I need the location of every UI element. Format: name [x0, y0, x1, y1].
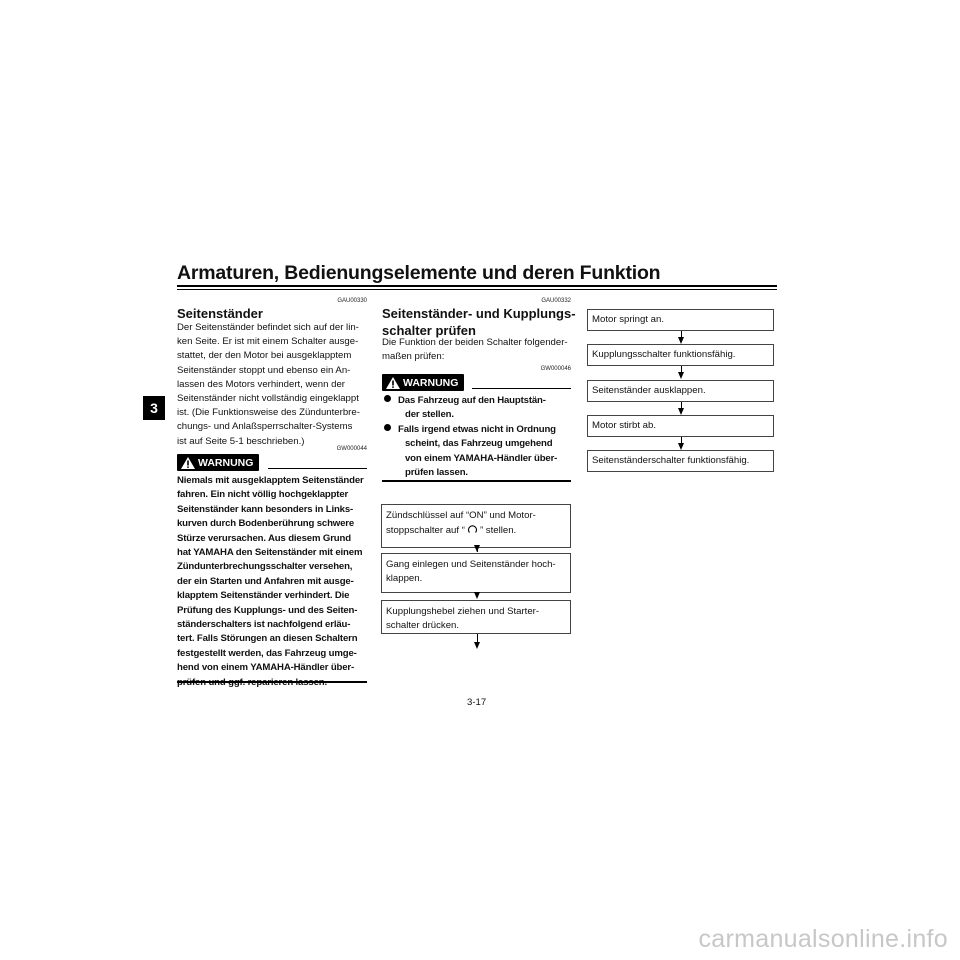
bullet-line: von einem YAMAHA-Händler über- [405, 452, 558, 464]
warning-line: tert. Falls Störungen an diesen Schalter… [177, 633, 358, 645]
warning-badge: WARNUNG [177, 454, 260, 471]
warning-line: festgestellt werden, das Fahrzeug umge- [177, 647, 357, 659]
bullet-item: Das Fahrzeug auf den Hauptstän- [384, 394, 557, 408]
body-line: Seitenständer stoppt und ebenso ein An- [177, 364, 351, 376]
warning-line: ständerschalters ist nachfolgend erläu- [177, 619, 351, 631]
warning-end-rule [382, 480, 571, 482]
flow-step-line: Gang einlegen und Seitenständer hoch- [386, 559, 556, 570]
flow-step-line: Kupplungshebel ziehen und Starter- [386, 606, 540, 617]
body-line: Seitenständer nicht vollständig eingekla… [177, 393, 359, 405]
warning-text: Niemals mit ausgeklapptem Seitenständer … [177, 474, 364, 690]
flow-step-box: Kupplungsschalter funktionsfähig. [587, 344, 774, 366]
flow-step-box: Motor stirbt ab. [587, 415, 774, 437]
warning-badge: WARNUNG [382, 374, 465, 391]
body-line: ist auf Seite 5-1 beschrieben.) [177, 435, 305, 447]
warning-triangle-icon [386, 376, 400, 389]
heading-line: Seitenständer- und Kupplungs- [382, 306, 576, 321]
flow-connector [681, 402, 682, 412]
chapter-tab: 3 [143, 396, 165, 420]
flow-connector [681, 366, 682, 376]
title-rule [177, 285, 777, 287]
flow-connector [477, 634, 478, 642]
flow-arrow-icon [678, 337, 684, 344]
bullet-dot [384, 395, 391, 402]
flow-step-box: Seitenständer ausklappen. [587, 380, 774, 402]
bullet-line: prüfen lassen. [405, 467, 468, 479]
body-line: ist. (Die Funktionsweise des Zündunterbr… [177, 407, 360, 419]
warning-label: WARNUNG [198, 456, 254, 469]
section-body: Der Seitenständer befindet sich auf der … [177, 321, 360, 449]
warning-line: der ein Starten und Anfahren mit ausge- [177, 575, 354, 587]
body-line: lassen des Motors verhindert, wenn der [177, 378, 345, 390]
flow-arrow-icon [678, 443, 684, 450]
title-rule-thin [177, 289, 777, 290]
warning-line: fahren. Ein nicht völlig hochgeklappter [177, 489, 349, 501]
section-code: GAU00330 [337, 298, 367, 304]
flow-arrow-icon [678, 408, 684, 415]
bullet-dot [384, 423, 391, 431]
warning-line: Zündunterbrechungsschalter versehen, [177, 561, 353, 573]
section-code: GAU00332 [541, 298, 571, 304]
flow-arrow-icon [474, 642, 480, 649]
flow-step-line: stoppschalter auf “” stellen. [386, 525, 517, 536]
flow-arrow-icon [474, 545, 480, 552]
warning-rule [268, 468, 367, 469]
flow-step-box: Gang einlegen und Seitenständer hoch- kl… [381, 553, 571, 593]
flow-step-box: Zündschlüssel auf “ON” und Motor- stopps… [381, 504, 571, 548]
flow-step-line: schalter drücken. [386, 620, 460, 631]
warning-line: Stürze verursachen. Aus diesem Grund [177, 532, 351, 544]
body-line: Die Funktion der beiden Schalter folgend… [382, 337, 568, 348]
page-title: Armaturen, Bedienungselemente und deren … [177, 262, 661, 284]
engine-run-symbol-icon [467, 525, 477, 533]
warning-code: GW000046 [540, 366, 571, 372]
section-heading: Seitenständer- und Kupplungs- schalter p… [382, 305, 576, 339]
warning-line: kurven durch Bodenberührung schwere [177, 518, 355, 530]
flow-step-line: Motor stirbt ab. [592, 420, 656, 431]
flow-connector [681, 331, 682, 341]
flow-step-line: Seitenständerschalter funktionsfähig. [592, 455, 750, 466]
warning-code: GW000044 [336, 446, 367, 452]
flow-arrow-icon [678, 372, 684, 379]
warning-line: Seitenständer kann besonders in Links- [177, 503, 354, 515]
section-body: Die Funktion der beiden Schalter folgend… [382, 336, 568, 364]
flow-step-line: Kupplungsschalter funktionsfähig. [592, 349, 736, 360]
flow-arrow-icon [474, 592, 480, 599]
warning-line: Niemals mit ausgeklapptem Seitenständer [177, 475, 364, 486]
warning-line: hat YAMAHA den Seitenständer mit einem [177, 547, 363, 559]
body-line: ken Seite. Er ist mit einem Schalter aus… [177, 336, 359, 348]
heading-line: schalter prüfen [382, 323, 476, 338]
flow-step-box: Seitenständerschalter funktionsfähig. [587, 450, 774, 472]
section-heading: Seitenständer [177, 306, 263, 321]
warning-rule [472, 388, 571, 389]
bullet-item: Falls irgend etwas nicht in Ordnung [384, 423, 557, 437]
warning-line: klapptem Seitenständer verhindert. Die [177, 590, 350, 602]
warning-label: WARNUNG [403, 376, 459, 389]
body-line: maßen prüfen: [382, 351, 445, 363]
warning-bullets: Das Fahrzeug auf den Hauptstän- der stel… [384, 394, 557, 480]
flow-step-line: Motor springt an. [592, 314, 664, 325]
flow-step-line: klappen. [386, 573, 423, 584]
warning-line: Prüfung des Kupplungs- und des Seiten- [177, 604, 358, 616]
warning-triangle-icon [181, 456, 195, 469]
flow-step-box: Kupplungshebel ziehen und Starter- schal… [381, 600, 571, 634]
warning-end-rule [177, 681, 367, 683]
body-line: chungs- und Anlaßsperrschalter-Systems [177, 421, 353, 433]
bullet-line: scheint, das Fahrzeug umgehend [405, 438, 553, 450]
page-number: 3-17 [467, 697, 487, 708]
flow-step-line: Seitenständer ausklappen. [592, 385, 706, 396]
flow-step-box: Motor springt an. [587, 309, 774, 331]
flow-connector [681, 437, 682, 447]
watermark: carmanualsonline.info [698, 925, 948, 953]
bullet-line: der stellen. [405, 409, 454, 421]
body-line: Der Seitenständer befindet sich auf der … [177, 322, 359, 333]
warning-line: hend von einem YAMAHA-Händler über- [177, 662, 355, 674]
body-line: stattet, der den Motor bei ausgeklapptem [177, 350, 352, 362]
flow-step-line: Zündschlüssel auf “ON” und Motor- [386, 510, 536, 521]
